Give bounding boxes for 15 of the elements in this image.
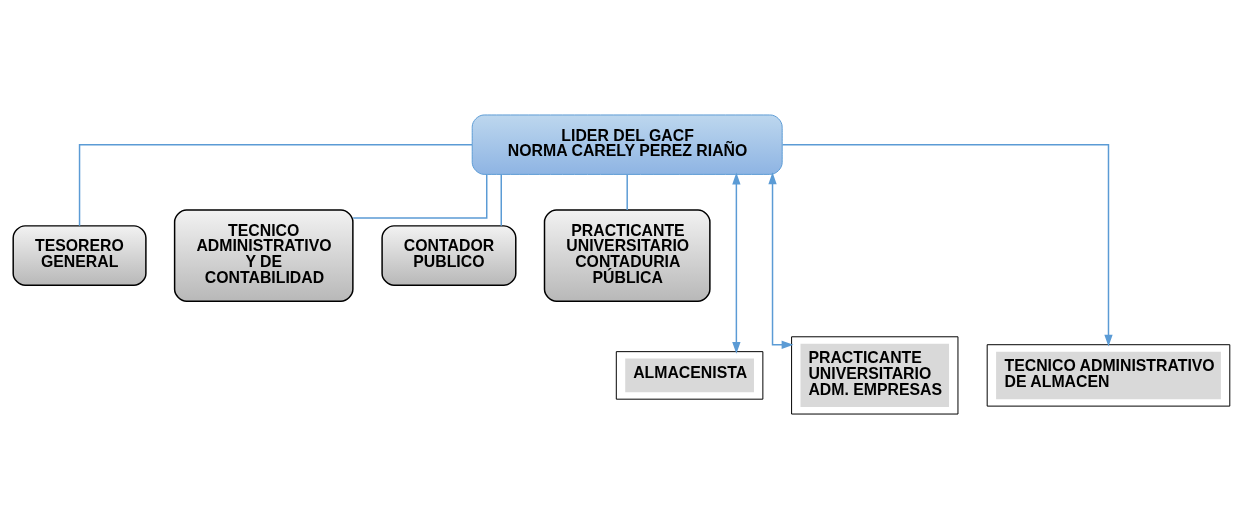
node-box: LIDER DEL GACF NORMA CARELY PEREZ RIAÑO: [471, 113, 783, 175]
arrow: [768, 171, 794, 349]
node-box: TECNICO ADMINISTRATIVO DE ALMACEN: [986, 343, 1231, 407]
node-box: ALMACENISTA: [615, 350, 764, 400]
node-box: TECNICO ADMINISTRATIVO Y DE CONTABILIDAD: [173, 208, 354, 302]
node-box: CONTADOR PUBLICO: [381, 224, 517, 286]
connector: [352, 173, 488, 219]
connector: [626, 173, 628, 211]
node-box: PRACTICANTE UNIVERSITARIO CONTADURIA PÚBLICA: [543, 208, 711, 302]
node-box: PRACTICANTE UNIVERSITARIO ADM. EMPRESAS: [791, 335, 959, 415]
arrow: [732, 172, 741, 354]
arrow: [781, 143, 1113, 347]
connector: [78, 143, 473, 227]
connector: [500, 173, 502, 227]
node-box: TESORERO GENERAL: [12, 224, 147, 286]
